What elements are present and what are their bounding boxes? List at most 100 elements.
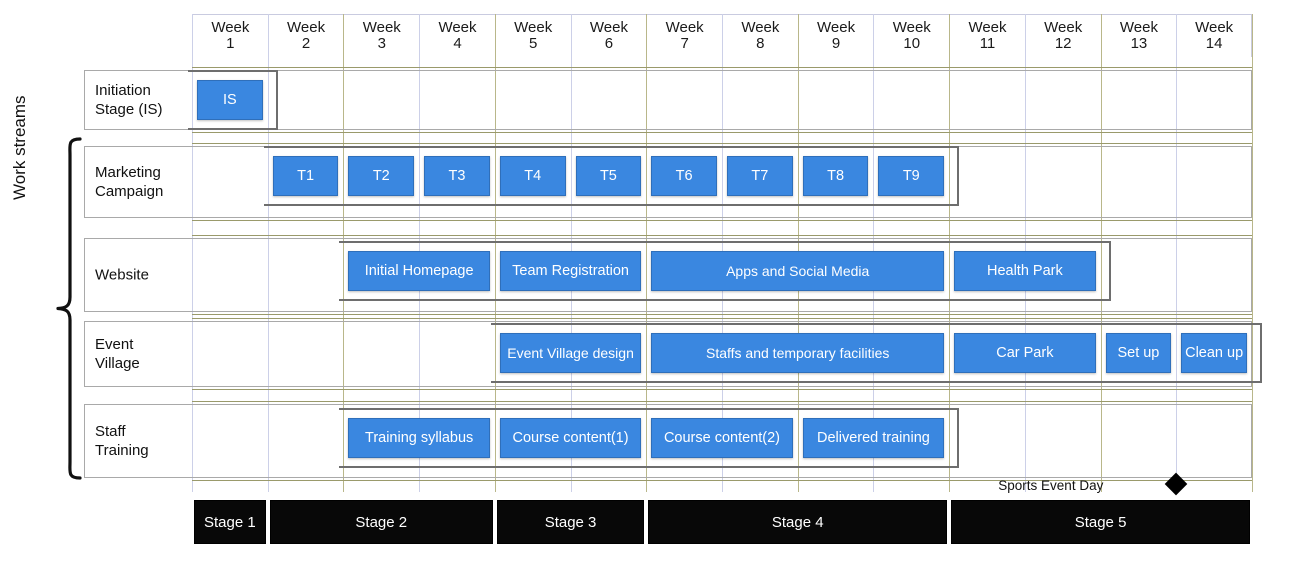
task-bar[interactable]: Clean up [1181,333,1247,373]
week-header-prefix: Week [1044,19,1083,36]
lane-separator [192,143,1252,144]
week-header-prefix: Week [968,19,1007,36]
week-header-prefix: Week [665,19,704,36]
lane-separator [192,401,1252,402]
swimlane-label-line: Initiation [95,82,151,99]
task-bar[interactable]: Event Village design [499,333,642,373]
task-bar[interactable]: T4 [499,156,566,196]
swimlane-label-line: Campaign [95,183,164,200]
task-bar[interactable]: Team Registration [499,251,642,291]
task-bar[interactable]: T3 [424,156,490,196]
task-bar[interactable]: Staffs and temporary facilities [651,333,945,373]
week-gridline-6 [646,14,648,492]
week-gridline-14 [1252,14,1253,492]
task-bar[interactable]: Delivered training [802,418,945,458]
task-bar[interactable]: T1 [272,156,339,196]
week-header-number: 11 [979,35,996,52]
week-header-number: 7 [680,35,689,52]
week-header-prefix: Week [287,19,326,36]
week-header-number: 3 [377,35,386,52]
swimlane-label-line: Village [95,355,140,372]
swimlane-website: Website [84,238,1252,312]
stage-block[interactable]: Stage 5 [951,500,1250,544]
week-header-number: 6 [604,35,614,52]
lane-separator [192,67,1252,68]
week-header-number: 12 [1054,35,1072,52]
task-bar[interactable]: Set up [1105,333,1172,373]
week-header-number: 13 [1130,35,1148,52]
swimlane-label-line: Stage (IS) [95,101,163,118]
week-header-prefix: Week [514,19,553,36]
task-bar[interactable]: T8 [802,156,869,196]
week-header-number: 9 [831,35,841,52]
task-bar[interactable]: Initial Homepage [348,251,490,291]
swimlane-label-line: Event [95,336,134,353]
swimlane-label-line: Staff [95,423,126,440]
task-bar[interactable]: Health Park [954,251,1096,291]
lane-separator [192,235,1252,236]
stage-block[interactable]: Stage 3 [496,500,645,544]
task-bar[interactable]: IS [197,80,263,120]
task-bar[interactable]: T2 [348,156,415,196]
work-streams-brace [56,137,82,480]
week-header-prefix: Week [1119,19,1158,36]
week-gridline-4 [494,14,496,492]
swimlane-label-line: Training [95,442,149,459]
week-header-number: 5 [529,35,538,52]
stage-block[interactable]: Stage 1 [194,500,266,544]
milestone-label: Sports Event Day [998,478,1104,493]
week-gridline-0 [192,14,193,492]
stage-block[interactable]: Stage 2 [269,500,493,544]
task-bar[interactable]: Course content(2) [651,418,793,458]
task-bar[interactable]: Course content(1) [499,418,642,458]
week-gridline-1 [267,14,269,492]
week-header-number: 2 [301,35,311,52]
swimlane-label: Website [95,266,200,285]
week-header-prefix: Week [211,19,250,36]
lane-separator [192,314,1252,315]
task-bar[interactable]: T5 [575,156,642,196]
week-gridline-2 [343,14,345,492]
task-bar[interactable]: Training syllabus [348,418,490,458]
task-bar[interactable]: Car Park [954,333,1096,373]
swimlane-label-line: Marketing [95,164,161,181]
week-header-number: 8 [756,35,765,52]
task-bar[interactable]: T7 [727,156,793,196]
week-header-prefix: Week [892,19,931,36]
task-bar[interactable]: T6 [651,156,717,196]
lane-separator [192,480,1252,481]
week-header-number: 4 [453,35,462,52]
lane-separator [192,220,1252,221]
task-bar[interactable]: T9 [878,156,945,196]
lane-separator [192,318,1252,319]
week-header-prefix: Week [817,19,856,36]
stage-block[interactable]: Stage 4 [648,500,948,544]
task-bar[interactable]: Apps and Social Media [651,251,945,291]
swimlane-label-line: Website [95,266,149,284]
week-gridline-10 [949,14,951,492]
week-header-prefix: Week [741,19,780,36]
week-gridline-13 [1176,14,1178,492]
lane-separator [192,389,1252,390]
work-streams-label: Work streams [10,95,29,200]
week-header-number: 14 [1205,35,1223,52]
